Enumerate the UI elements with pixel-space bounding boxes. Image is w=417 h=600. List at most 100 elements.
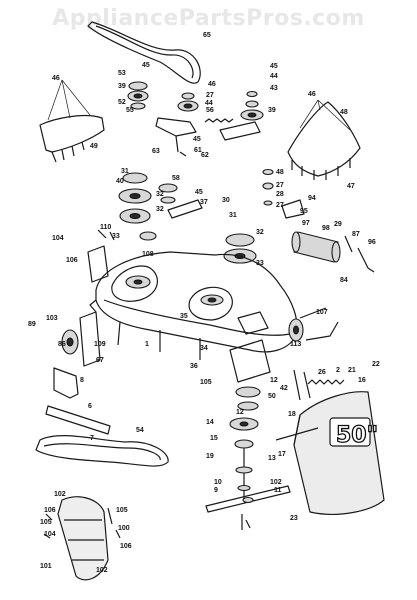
callout-l2: 2 [336, 367, 340, 374]
callout-l48a: 48 [340, 109, 348, 116]
part-callouts: 6546455339525546274445444339564561636249… [28, 32, 380, 574]
gauge-wheel-left [61, 311, 101, 367]
callout-l105c: 105 [116, 507, 128, 514]
callout-l67: 67 [96, 357, 104, 364]
callout-l44b: 44 [270, 73, 278, 80]
lift-link-7 [45, 405, 111, 435]
blade-102 [205, 485, 291, 513]
callout-l33: 33 [112, 233, 120, 240]
callout-l87: 87 [352, 231, 360, 238]
callout-l55: 55 [126, 107, 134, 114]
callout-l106a: 106 [66, 257, 78, 264]
callout-l110: 110 [100, 224, 111, 231]
callout-l30: 30 [222, 197, 230, 204]
callout-l1: 1 [145, 341, 149, 348]
deck-bracket-106 [87, 245, 109, 283]
callout-l100: 100 [118, 525, 130, 532]
callout-l17: 17 [278, 451, 286, 458]
rod-17 [275, 427, 319, 441]
callout-l43: 43 [270, 85, 278, 92]
spindle-housing-108 [125, 275, 151, 289]
spindle-housing-right [200, 294, 224, 306]
callout-l11: 11 [274, 487, 282, 494]
idler-arm-right [219, 121, 261, 141]
callout-l18: 18 [288, 411, 296, 418]
callout-l97: 97 [302, 220, 310, 227]
callout-l47: 47 [347, 183, 355, 190]
callout-l61: 61 [194, 147, 202, 154]
callout-l8: 8 [80, 377, 84, 384]
callout-l27a: 27 [206, 92, 214, 99]
callout-l109: 109 [94, 341, 106, 348]
callout-l36: 36 [190, 363, 198, 370]
bracket-37 [167, 199, 203, 219]
callout-l98: 98 [322, 225, 330, 232]
gauge-wheel-right [288, 307, 339, 342]
callout-l52: 52 [118, 99, 126, 106]
callout-l84: 84 [340, 277, 348, 284]
callout-l32a: 32 [156, 191, 164, 198]
callout-l63: 63 [152, 148, 160, 155]
callout-l15: 15 [210, 435, 218, 442]
callout-l37: 37 [200, 199, 208, 206]
callout-l40: 40 [116, 178, 124, 185]
callout-l39b: 39 [268, 107, 276, 114]
callout-l45a: 45 [142, 62, 150, 69]
callout-l65: 65 [203, 32, 211, 39]
callout-l62: 62 [201, 152, 209, 159]
idler-pulley-right [240, 90, 264, 121]
callout-l42: 42 [280, 385, 288, 392]
gauge-roller-98 [291, 231, 341, 263]
callout-l101: 101 [40, 563, 52, 570]
belt-cover-49 [39, 114, 105, 153]
callout-l12b: 12 [236, 409, 244, 416]
callout-l23: 23 [290, 515, 298, 522]
callout-l48b: 48 [276, 169, 284, 176]
callout-l28: 28 [276, 191, 284, 198]
callout-l53: 53 [118, 70, 126, 77]
lift-bracket-6 [53, 367, 79, 399]
callout-l105: 105 [200, 379, 212, 386]
callout-l107: 107 [316, 309, 328, 316]
idler-arm-45 [155, 117, 197, 137]
callout-l105b: 105 [40, 519, 52, 526]
deck-belt-54 [35, 435, 169, 467]
callout-l89: 89 [28, 321, 36, 328]
callout-l29: 29 [334, 221, 342, 228]
mower-deck-1 [95, 251, 298, 353]
belt-cover-47 [287, 101, 361, 177]
callout-l104b: 104 [44, 531, 56, 538]
callout-l106b: 106 [44, 507, 56, 514]
callout-l27b: 27 [276, 182, 284, 189]
mulch-guard-101 [57, 496, 109, 581]
callout-l7: 7 [90, 435, 94, 442]
callout-l50: 50 [268, 393, 276, 400]
callout-l31b: 31 [229, 212, 237, 219]
callout-l94: 94 [308, 195, 316, 202]
callout-l45d: 45 [195, 189, 203, 196]
callout-l102a: 102 [270, 479, 282, 486]
callout-l58: 58 [172, 175, 180, 182]
callout-l103: 103 [46, 315, 58, 322]
callout-l46c: 46 [308, 91, 316, 98]
idler-pulley-mid [177, 92, 199, 112]
callout-l32c: 32 [256, 229, 264, 236]
callout-l19: 19 [206, 453, 214, 460]
callout-l108: 108 [142, 251, 154, 258]
callout-l22: 22 [372, 361, 380, 368]
callout-l34: 34 [200, 345, 208, 352]
callout-l6: 6 [88, 403, 92, 410]
callout-l49: 49 [90, 143, 98, 150]
callout-l46a: 46 [52, 75, 60, 82]
mandrel-pulley-stack [118, 172, 178, 241]
callout-l13: 13 [268, 455, 276, 462]
callout-l46b: 46 [208, 81, 216, 88]
callout-l54: 54 [136, 427, 144, 434]
callout-l56: 56 [206, 107, 214, 114]
spring-16 [307, 379, 345, 385]
callout-l33b: 33 [256, 260, 264, 267]
callout-l45c: 45 [193, 136, 201, 143]
callout-l106c: 106 [120, 543, 132, 550]
callout-l26: 26 [318, 369, 326, 376]
